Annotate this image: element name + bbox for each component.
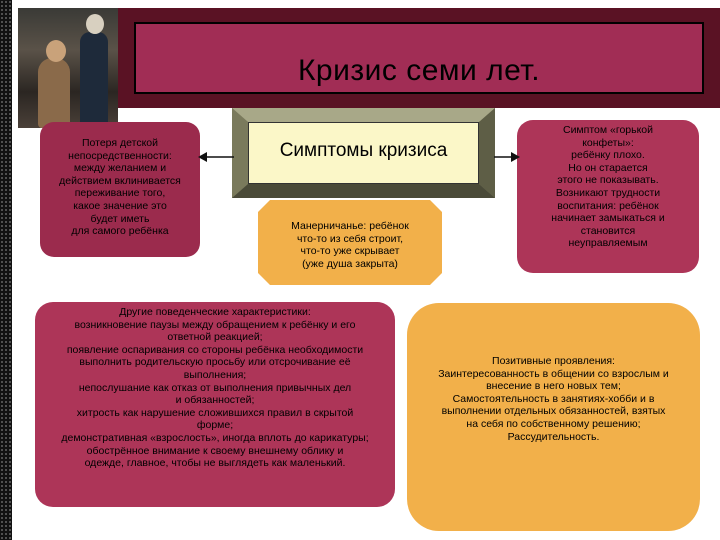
loss-of-spontaneity-box: Потеря детской непосредственности: между… (40, 122, 200, 257)
box-line: непослушание как отказ от выполнения при… (78, 381, 352, 394)
bevel-top (232, 108, 495, 122)
box-line: форме; (196, 419, 234, 432)
box-line: Но он старается (568, 161, 648, 174)
box-line: Возникают трудности (555, 186, 661, 199)
photo-figure-child-head (46, 40, 66, 62)
box-line: возникновение паузы между обращением к р… (74, 318, 356, 331)
other-characteristics-box: Другие поведенческие характеристики: воз… (35, 302, 395, 507)
bitter-candy-box: Симптом «горькой конфеты»: ребёнку плохо… (517, 120, 699, 273)
box-line: непосредственности: (68, 149, 172, 162)
symptoms-heading-face: Симптомы кризиса (248, 122, 479, 184)
box-line: Рассудительность. (507, 430, 600, 443)
title-banner: Кризис семи лет. (118, 8, 720, 108)
illustration-photo (18, 8, 118, 128)
box-line: этого не показывать. (557, 174, 659, 187)
box-line: внесение в него новых тем; (486, 380, 621, 393)
box-line: выполнения; (183, 368, 247, 381)
arrow-right-icon (494, 152, 520, 162)
box-line: начинает замыкаться и (551, 212, 665, 225)
box-line: ребёнку плохо. (571, 149, 645, 162)
box-line: будет иметь (90, 212, 150, 225)
title-banner-inner: Кризис семи лет. (134, 22, 704, 94)
box-line: Симптом «горькой (562, 124, 654, 136)
photo-figure-child (38, 58, 70, 128)
box-line: становится (580, 224, 636, 237)
box-line: одежде, главное, чтобы не выглядеть как … (84, 457, 346, 470)
positive-manifestations-box: Позитивные проявления: Заинтересованност… (407, 303, 700, 531)
box-line: Другие поведенческие характеристики: (119, 306, 311, 318)
photo-figure-adult (80, 32, 108, 128)
box-line: Манерничанье: ребёнок (291, 220, 409, 232)
symptoms-heading: Симптомы кризиса (279, 140, 448, 161)
photo-figure-adult-head (86, 14, 104, 34)
bevel-right (479, 108, 495, 198)
box-line: выполнении отдельных обязанностей, взяты… (441, 405, 666, 418)
box-line: хитрость как нарушение сложившихся прави… (76, 406, 354, 419)
box-line: демонстративная «взрослость», иногда впл… (61, 431, 369, 444)
box-line: Потеря детской (82, 137, 158, 149)
mannerisms-box: Манерничанье: ребёнок что-то из себя стр… (258, 200, 442, 285)
symptoms-heading-box: Симптомы кризиса (232, 108, 495, 198)
bevel-bottom (232, 184, 495, 198)
box-line: воспитания: ребёнок (557, 199, 659, 212)
box-line: какое значение это (73, 199, 167, 212)
box-line: действием вклинивается (59, 174, 181, 187)
arrow-left-icon (198, 152, 234, 162)
box-line: между желанием и (73, 162, 167, 175)
box-line: для самого ребёнка (71, 225, 169, 238)
bevel-left (232, 108, 248, 198)
box-line: обострённое внимание к своему внешнему о… (86, 444, 344, 457)
box-line: Позитивные проявления: (492, 355, 615, 367)
box-line: Самостоятельность в занятиях-хобби и в (452, 392, 655, 405)
box-line: на себя по собственному решению; (466, 417, 641, 430)
box-line: Заинтересованность в общении со взрослым… (438, 367, 669, 380)
box-line: и обязанностей; (175, 394, 255, 407)
box-line: (уже душа закрыта) (302, 257, 398, 270)
page-title: Кризис семи лет. (297, 54, 541, 87)
box-line: конфеты»: (582, 136, 634, 149)
box-line: выполнить родительскую просьбу или отсро… (79, 356, 351, 369)
box-line: что-то уже скрывает (300, 245, 400, 258)
box-line: переживание того, (74, 187, 166, 200)
decorative-side-bar (0, 0, 12, 540)
box-line: что-то из себя строит, (296, 232, 404, 245)
box-line: ответной реакцией; (167, 331, 263, 344)
box-line: неуправляемым (568, 237, 648, 250)
box-line: появление оспаривания со стороны ребёнка… (66, 343, 364, 356)
